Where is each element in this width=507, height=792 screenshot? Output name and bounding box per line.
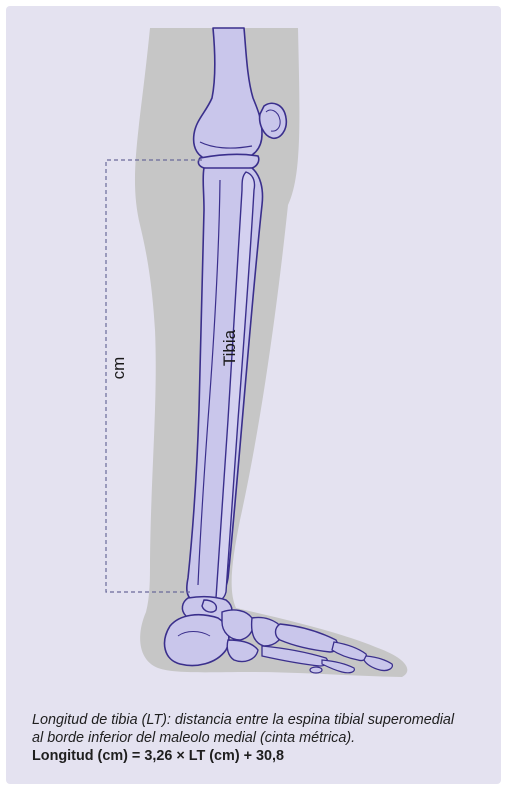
caption-line-2: al borde inferior del maleolo medial (ci…: [32, 729, 492, 747]
caption-formula: Longitud (cm) = 3,26 × LT (cm) + 30,8: [32, 747, 492, 765]
caption-line-1: Longitud de tibia (LT): distancia entre …: [32, 711, 492, 729]
leg-diagram: cm Tibia: [0, 0, 507, 700]
sesamoid: [310, 667, 322, 673]
caption: Longitud de tibia (LT): distancia entre …: [32, 711, 492, 765]
measure-label: cm: [109, 357, 128, 380]
calcaneus: [165, 615, 229, 666]
tibia-label: Tibia: [220, 329, 239, 366]
